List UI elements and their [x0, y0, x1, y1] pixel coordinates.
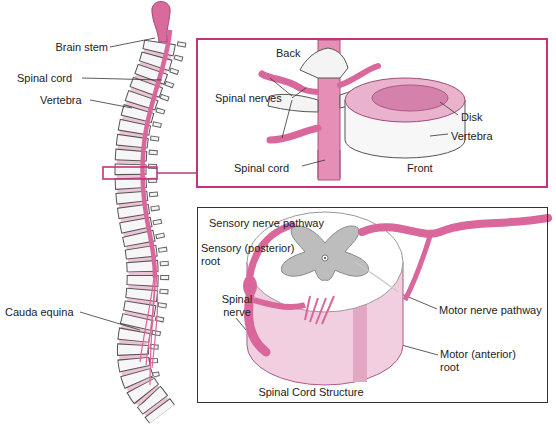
part-label: Cauda equina [5, 306, 95, 319]
part-label: Motor nerve pathway [439, 304, 549, 317]
detail-panel: BackSpinal nervesDiskVertebraSpinal cord… [196, 38, 548, 188]
part-label: Spinal cord [234, 162, 314, 175]
panel-caption: Spinal Cord Structure [211, 386, 411, 399]
spinal-cord-line [140, 30, 170, 385]
part-label: Vertebra [451, 130, 521, 143]
part-label: Sensory nerve pathway [209, 217, 349, 230]
spine-column [131, 42, 182, 414]
part-label: Brain stem [30, 41, 108, 54]
part-label: Spinal nerves [215, 92, 305, 105]
part-label: Motor (anterior) root [440, 348, 535, 374]
part-label: Vertebra [40, 94, 110, 107]
part-label: Spinal nerve [212, 293, 262, 319]
zoom-line [157, 172, 196, 174]
highlight-box [103, 167, 157, 179]
part-label: Spinal cord [17, 72, 97, 85]
cord-cross-section [243, 212, 548, 385]
part-label: Disk [461, 111, 511, 124]
brain-stem-shape [152, 2, 170, 43]
structure-panel: Sensory nerve pathwaySensory (posterior)… [197, 207, 548, 403]
part-label: Back [276, 47, 336, 60]
part-label: Front [407, 162, 457, 175]
part-label: Sensory (posterior) root [201, 242, 309, 268]
vertebra-detail [262, 40, 465, 180]
